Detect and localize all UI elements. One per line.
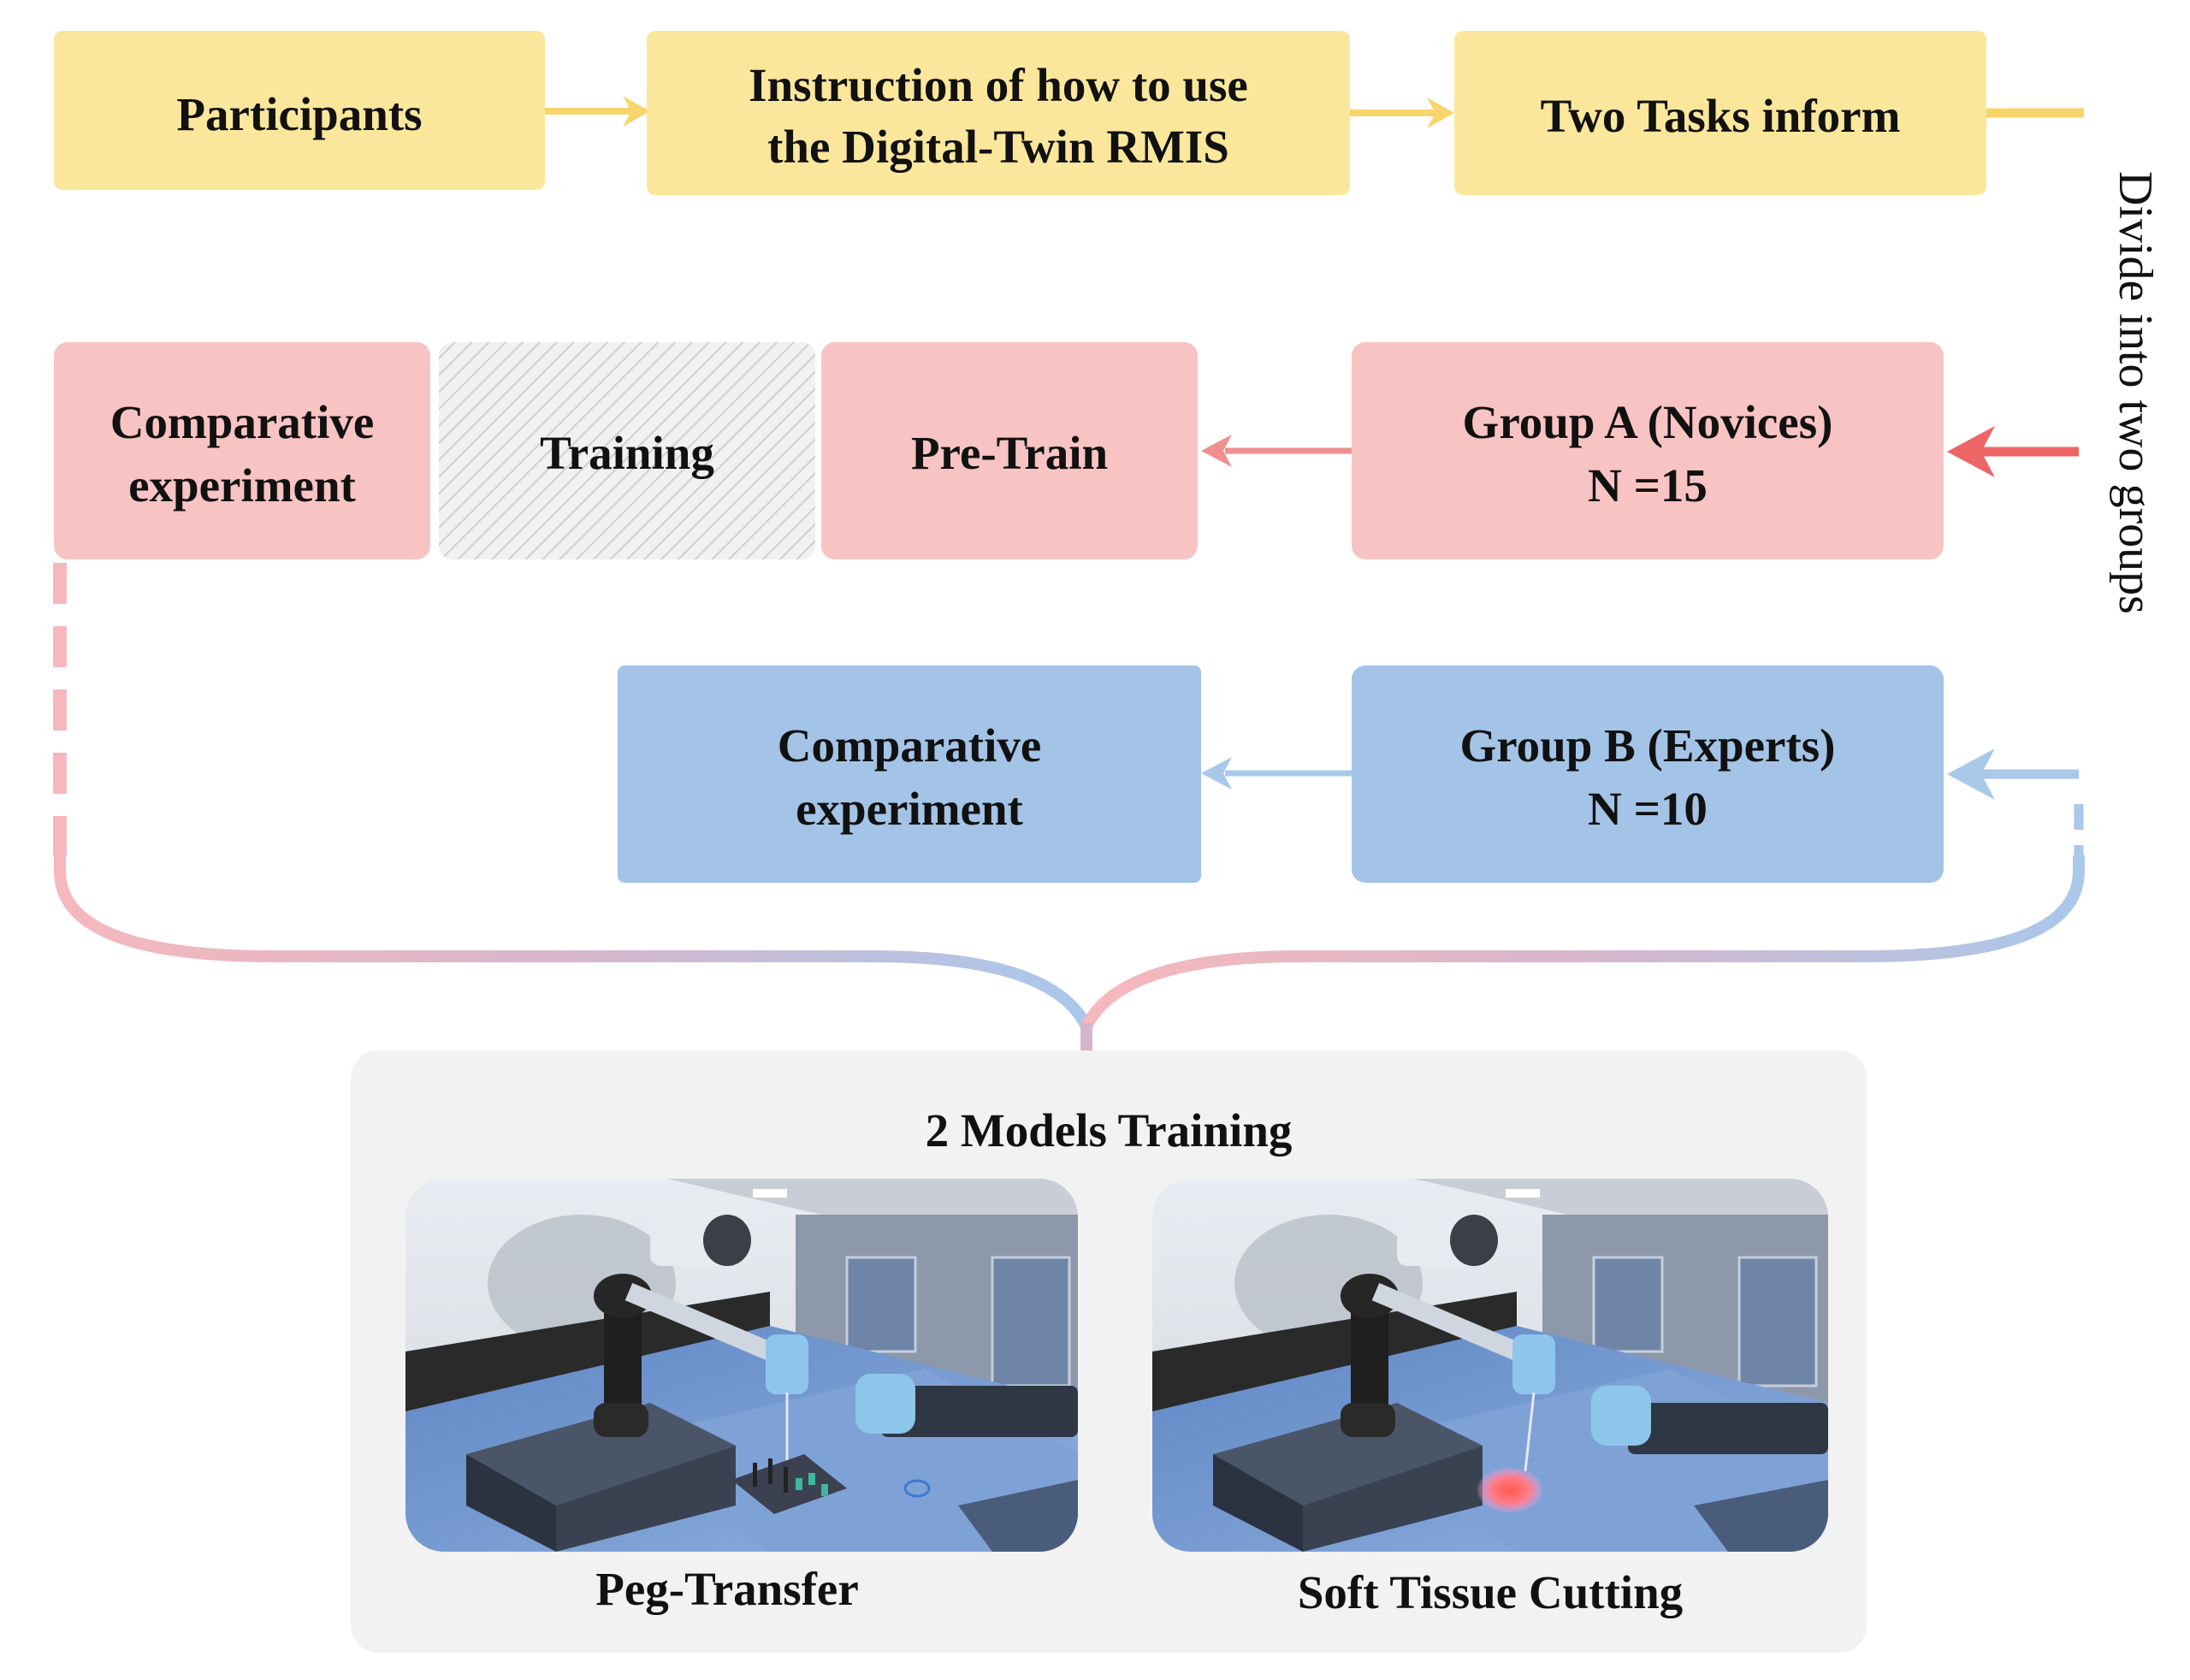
peg-transfer-image xyxy=(405,1179,1078,1552)
training-box: Training xyxy=(439,342,815,559)
participants-label: Participants xyxy=(176,88,422,140)
group-b-title: Group B (Experts) xyxy=(1459,719,1835,772)
participants-box: Participants xyxy=(54,31,545,190)
group-b-count: N =10 xyxy=(1588,783,1708,835)
yellow-arrow-1 xyxy=(545,96,650,127)
group-a-count: N =15 xyxy=(1588,459,1708,512)
group-b-comparative-box: Comparative experiment xyxy=(618,665,1201,883)
arrow-to-group-b xyxy=(1947,748,1995,800)
yellow-arrow-2 xyxy=(1350,98,1454,128)
instruction-label-line1: Instruction of how to use xyxy=(749,59,1248,111)
divide-label: Divide into two groups xyxy=(2109,171,2162,614)
soft-tissue-caption: Soft Tissue Cutting xyxy=(1298,1566,1683,1618)
group-a-box: Group A (Novices) N =15 xyxy=(1352,342,1944,559)
group-a-comparative-line2: experiment xyxy=(128,459,356,512)
merge-brace xyxy=(53,563,2085,1050)
divide-connector xyxy=(1947,108,2084,862)
pre-train-box: Pre-Train xyxy=(821,342,1198,559)
group-a-comparative-line1: Comparative xyxy=(110,396,375,448)
two-tasks-label: Two Tasks inform xyxy=(1541,90,1901,142)
arrow-to-group-a xyxy=(1947,426,1995,477)
blue-arrow xyxy=(1201,757,1352,790)
instruction-label-line2: the Digital-Twin RMIS xyxy=(767,121,1229,173)
group-b-comparative-line2: experiment xyxy=(796,783,1023,835)
peg-transfer-caption: Peg-Transfer xyxy=(595,1563,858,1615)
training-label: Training xyxy=(540,427,714,479)
pink-arrow xyxy=(1201,435,1352,467)
two-tasks-box: Two Tasks inform xyxy=(1454,31,1986,195)
group-a-title: Group A (Novices) xyxy=(1463,396,1833,448)
instruction-box: Instruction of how to use the Digital-Tw… xyxy=(647,31,1350,195)
group-a-comparative-box: Comparative experiment xyxy=(54,342,430,559)
pre-train-label: Pre-Train xyxy=(911,427,1108,479)
models-title: 2 Models Training xyxy=(926,1104,1293,1156)
group-b-box: Group B (Experts) N =10 xyxy=(1352,665,1944,883)
group-b-comparative-line1: Comparative xyxy=(778,719,1042,772)
soft-tissue-image xyxy=(1152,1179,1828,1552)
